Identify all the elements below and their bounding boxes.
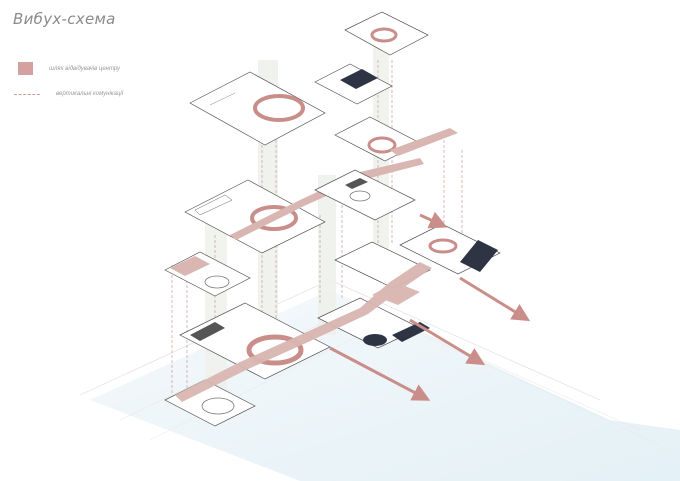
legend-item-vertical: вертикальні комунікації bbox=[14, 91, 123, 97]
exit-arrows bbox=[329, 211, 531, 401]
floor-plate-middle bbox=[184, 158, 424, 254]
floor-plate-strip bbox=[314, 63, 393, 105]
diagram-title: Вибух-схема bbox=[13, 10, 116, 28]
floor-plate-top bbox=[344, 11, 429, 56]
legend-label-vertical: вертикальні комунікації bbox=[56, 91, 124, 97]
floor-plate-mid-right bbox=[334, 116, 458, 162]
legend-label-route: шлях відвідувачів центру bbox=[49, 65, 121, 72]
dashed-line-icon bbox=[14, 93, 40, 95]
floor-plate-waterfront bbox=[334, 223, 501, 289]
visitor-route-ground bbox=[175, 262, 432, 402]
route-swatch-icon bbox=[18, 62, 33, 75]
legend-item-visitor-route: шлях відвідувачів центру bbox=[18, 62, 120, 75]
floor-plate-ground bbox=[164, 297, 430, 427]
floor-plate-upper-left bbox=[189, 71, 326, 146]
floor-plate-middle-right bbox=[314, 169, 416, 221]
floor-plate-left-small bbox=[164, 251, 251, 297]
